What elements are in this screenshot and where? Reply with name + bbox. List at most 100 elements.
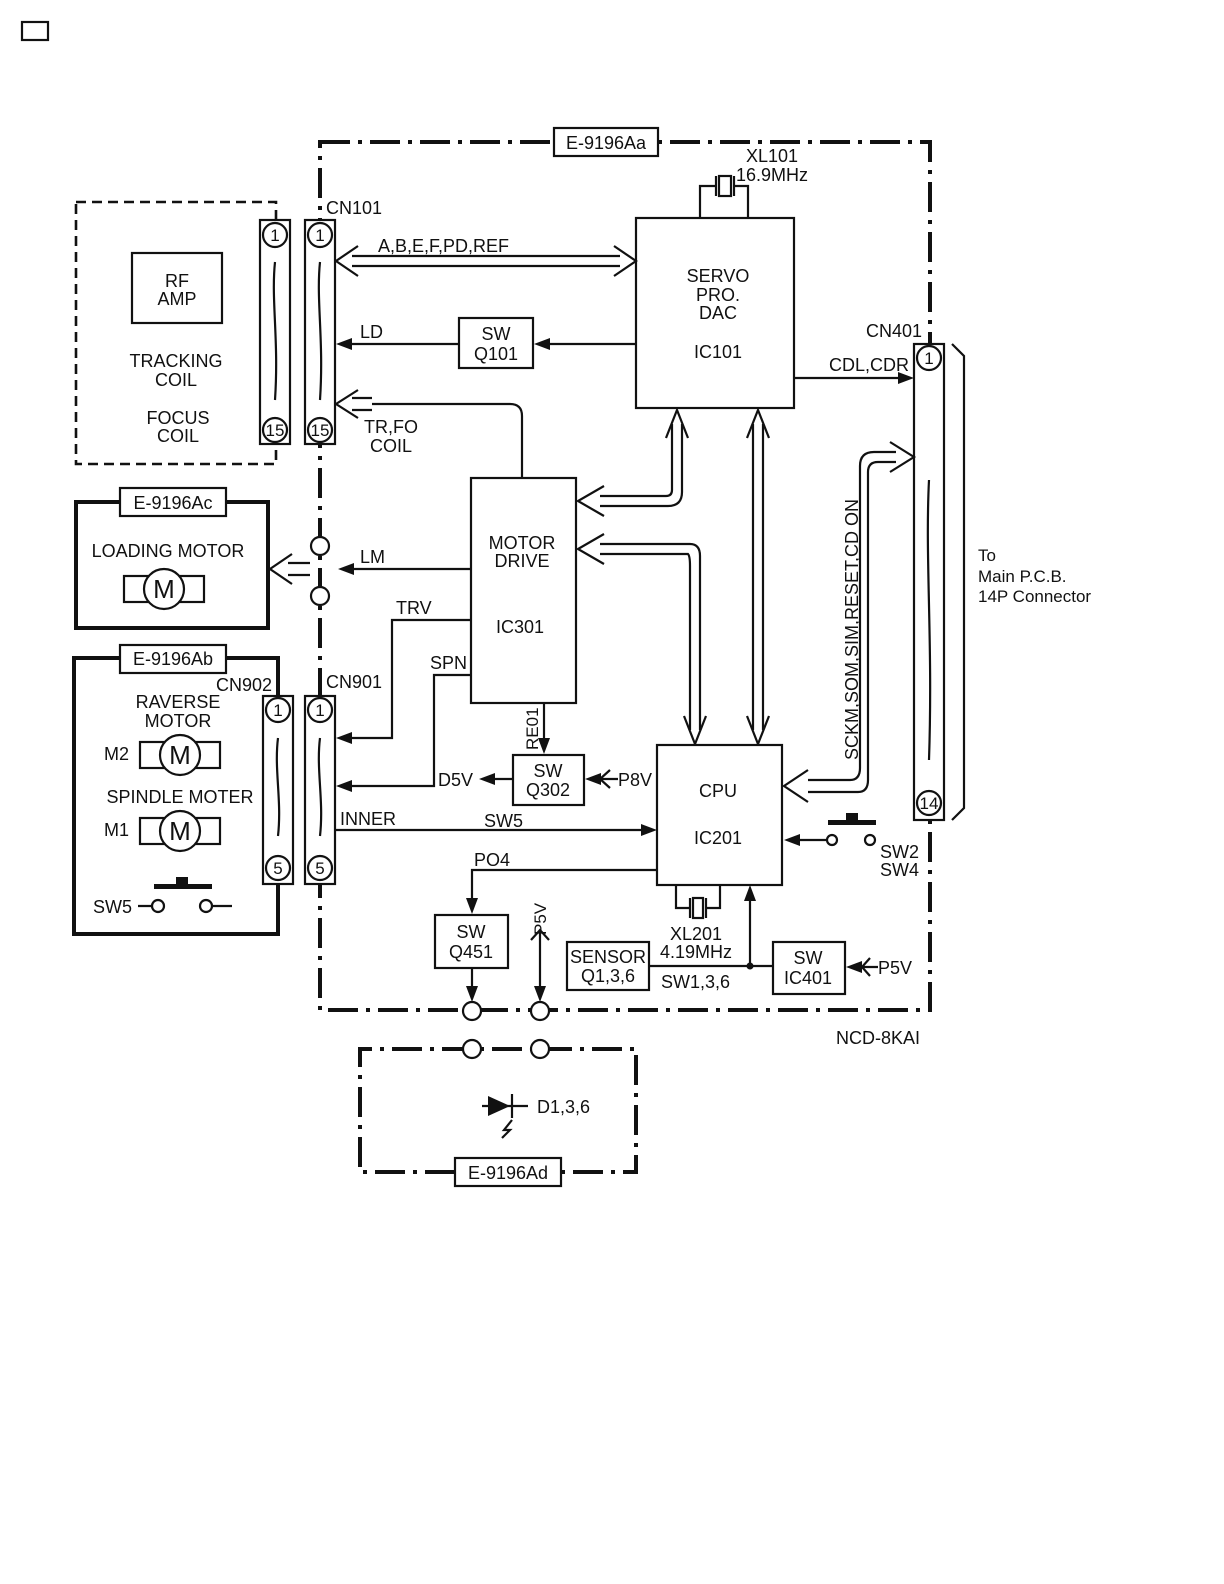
loading-motor-arrow — [268, 553, 310, 585]
sw-q101-label-2: Q101 — [474, 344, 518, 364]
cn901-label: CN901 — [326, 672, 382, 692]
abef-signal-label: A,B,E,F,PD,REF — [378, 236, 509, 256]
main-board-label: E-9196Aa — [566, 133, 647, 153]
sw4-label: SW4 — [880, 860, 919, 880]
servo-label-3: DAC — [699, 303, 737, 323]
xl201-crystal — [674, 885, 722, 920]
sw2-label: SW2 — [880, 842, 919, 862]
loading-motor-m: M — [153, 574, 175, 604]
spindle-motor-m: M — [169, 816, 191, 846]
cpu-label: CPU — [699, 781, 737, 801]
cpu-ic201-box — [655, 743, 784, 887]
cn401-pin1-label: 1 — [924, 349, 933, 368]
to-main-label-3: 14P Connector — [978, 587, 1091, 606]
lm-signal-label: LM — [360, 547, 385, 567]
m2-label: M2 — [104, 744, 129, 764]
rf-amp-label-1: RF — [165, 271, 189, 291]
led-terminal-1-top — [461, 1000, 483, 1022]
led-board-label: E-9196Ad — [468, 1163, 548, 1183]
led-terminal-2-top — [529, 1000, 551, 1022]
xl201-freq: 4.19MHz — [660, 942, 732, 962]
cn101-pin15 — [306, 416, 334, 444]
xl101-freq: 16.9MHz — [736, 165, 808, 185]
model-label: NCD-8KAI — [836, 1028, 920, 1048]
servo-to-cpu-bus — [745, 406, 771, 748]
main-board-label-box — [552, 126, 660, 158]
cdl-cdr-label: CDL,CDR — [829, 355, 909, 375]
cn901-pin1-label: 1 — [315, 701, 324, 720]
sw-q101-box — [457, 316, 535, 370]
re01-signal-label: RE01 — [523, 707, 542, 750]
led-terminal-2 — [529, 1038, 551, 1060]
cn901-pin1 — [306, 696, 334, 724]
main-board-border — [318, 140, 932, 1012]
reverse-motor-label-1: RAVERSE — [136, 692, 221, 712]
cn902-pin1-label: 1 — [273, 701, 282, 720]
rf-amp-box — [130, 251, 224, 325]
abef-bus — [334, 245, 638, 277]
pickup-pin15-label: 15 — [266, 421, 285, 440]
cn401-label: CN401 — [866, 321, 922, 341]
sw5-switch — [138, 877, 232, 914]
sw-ic401-box — [771, 940, 847, 996]
loading-terminal-top — [309, 535, 331, 557]
sw-q451-label-1: SW — [457, 922, 486, 942]
to-main-label-1: To — [978, 546, 996, 565]
to-main-label-2: Main P.C.B. — [978, 567, 1067, 586]
pickup-connector — [258, 218, 292, 446]
sensor-label-1: SENSOR — [570, 947, 646, 967]
sw5-board-label: SW5 — [93, 897, 132, 917]
sw-ic401-label-1: SW — [794, 948, 823, 968]
cn902-connector — [261, 694, 295, 886]
po4-signal-label: PO4 — [474, 850, 510, 870]
cn401-pin14-label: 14 — [920, 794, 939, 813]
sw2-sw4-switch — [784, 813, 877, 847]
cn101-pin1 — [306, 221, 334, 249]
ld-signal-label: LD — [360, 322, 383, 342]
reverse-motor-label-2: MOTOR — [145, 711, 212, 731]
spn-signal-label: SPN — [430, 653, 467, 673]
serial-bus — [782, 441, 917, 803]
xl101-crystal — [698, 174, 750, 218]
motor-drive-label-2: DRIVE — [494, 551, 549, 571]
tracking-coil-label-1: TRACKING — [129, 351, 222, 371]
led-diode-symbol — [482, 1094, 528, 1139]
trfo-bus — [333, 389, 524, 478]
tracking-coil-label-2: COIL — [155, 370, 197, 390]
cn902-label: CN902 — [216, 675, 272, 695]
sw136-junction — [746, 962, 754, 970]
d5v-label: D5V — [438, 770, 473, 790]
reverse-board-border — [72, 656, 280, 936]
p5v-led-label: P5V — [531, 902, 550, 935]
cn901-pin5 — [306, 854, 334, 882]
cn401-pin14 — [915, 789, 943, 817]
sw-q101-label-1: SW — [482, 324, 511, 344]
reverse-motor-symbol — [138, 733, 222, 777]
spn-line — [352, 673, 471, 788]
trfo-label-2: COIL — [370, 436, 412, 456]
sensor-box — [565, 940, 651, 992]
servo-label-2: PRO. — [696, 285, 740, 305]
p5v-ic401-label: P5V — [878, 958, 912, 978]
p5v-led-line — [530, 928, 550, 988]
motor-drive-label-1: MOTOR — [489, 533, 556, 553]
sw-ic401-label-2: IC401 — [784, 968, 832, 988]
sw-q302-box — [511, 753, 586, 807]
sw136-label: SW1,3,6 — [661, 972, 730, 992]
cn902-pin5 — [264, 854, 292, 882]
loading-motor-label: LOADING MOTOR — [92, 541, 245, 561]
rf-amp-label-2: AMP — [157, 289, 196, 309]
pickup-pin1 — [261, 221, 289, 249]
reverse-board-label: E-9196Ab — [133, 649, 213, 669]
xl101-name: XL101 — [746, 146, 798, 166]
sw-q451-label-2: Q451 — [449, 942, 493, 962]
cn101-pin15-label: 15 — [311, 421, 330, 440]
m1-label: M1 — [104, 820, 129, 840]
cn902-pin5-label: 5 — [273, 859, 282, 878]
spindle-motor-symbol — [138, 809, 222, 853]
servo-to-motor-bus — [575, 406, 690, 517]
p8v-label: P8V — [618, 770, 652, 790]
page-corner-marker — [20, 20, 50, 42]
reverse-motor-m: M — [169, 740, 191, 770]
